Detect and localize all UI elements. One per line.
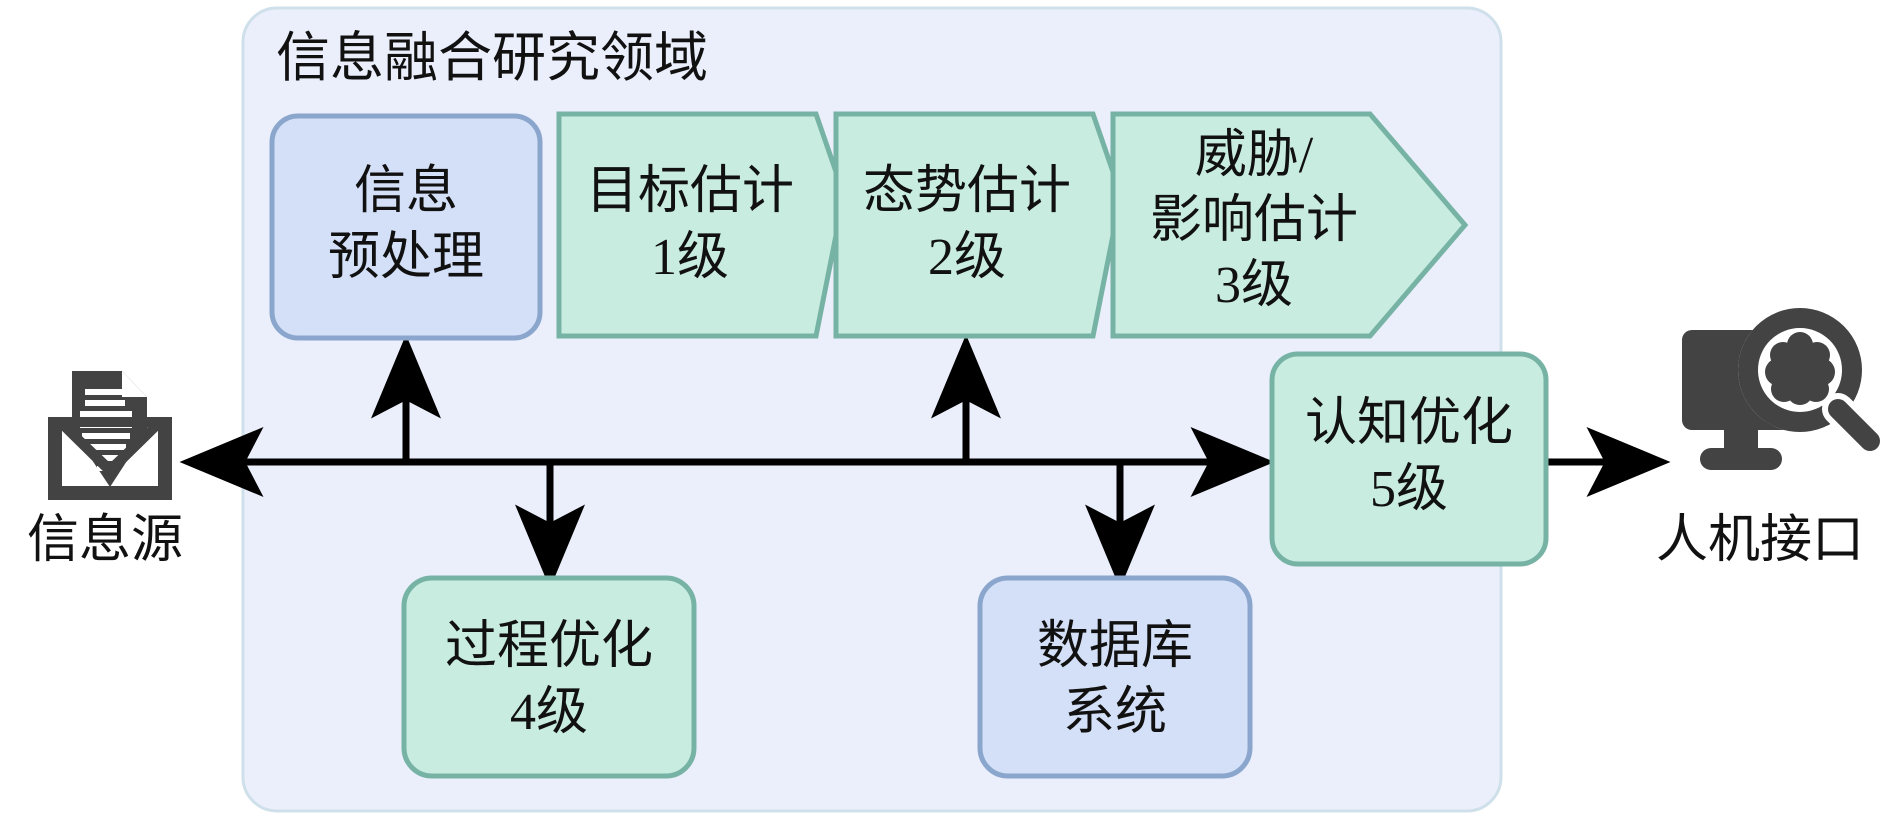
node-level3-line3: 3级 xyxy=(1215,257,1293,314)
research-domain-title: 信息融合研究领域 xyxy=(276,28,708,88)
node-level4-line2: 4级 xyxy=(510,684,588,741)
node-level1-line1: 目标估计 xyxy=(586,163,794,220)
node-level4[interactable]: 过程优化 4级 xyxy=(401,575,697,779)
monitor-magnifier-icon xyxy=(1682,308,1888,470)
external-source-label: 信息源 xyxy=(27,512,183,569)
node-level2[interactable]: 态势估计 2级 xyxy=(833,111,1124,339)
node-level3-line2: 影响估计 xyxy=(1150,192,1358,249)
node-level5-line2: 5级 xyxy=(1370,461,1448,518)
node-database-line2: 系统 xyxy=(1063,684,1167,741)
node-preprocess-shape[interactable] xyxy=(269,113,543,341)
node-level1-line2: 1级 xyxy=(651,229,729,286)
node-level3-shape[interactable] xyxy=(1110,111,1469,339)
node-level3[interactable]: 威胁/ 影响估计 3级 xyxy=(1110,111,1469,339)
node-level5-shape[interactable] xyxy=(1269,351,1549,567)
node-level3-line1: 威胁/ xyxy=(1195,127,1314,184)
node-database[interactable]: 数据库 系统 xyxy=(977,575,1253,779)
document-inbox-icon xyxy=(48,371,172,500)
node-level4-line1: 过程优化 xyxy=(445,618,653,675)
node-level5[interactable]: 认知优化 5级 xyxy=(1269,351,1549,567)
node-level1-shape[interactable] xyxy=(556,111,847,339)
node-level1[interactable]: 目标估计 1级 xyxy=(556,111,847,339)
node-level4-shape[interactable] xyxy=(401,575,697,779)
node-level2-line1: 态势估计 xyxy=(863,163,1071,220)
node-level2-line2: 2级 xyxy=(928,229,1006,286)
external-source[interactable]: 信息源 xyxy=(27,371,183,569)
external-interface-label: 人机接口 xyxy=(1656,512,1864,569)
external-interface[interactable]: 人机接口 xyxy=(1656,308,1888,569)
node-database-shape[interactable] xyxy=(977,575,1253,779)
node-database-line1: 数据库 xyxy=(1037,618,1193,675)
node-level2-shape[interactable] xyxy=(833,111,1124,339)
node-level5-line1: 认知优化 xyxy=(1305,395,1513,452)
node-preprocess-line1: 信息 xyxy=(354,163,458,220)
node-preprocess[interactable]: 信息 预处理 xyxy=(269,113,543,341)
node-preprocess-line2: 预处理 xyxy=(328,229,484,286)
